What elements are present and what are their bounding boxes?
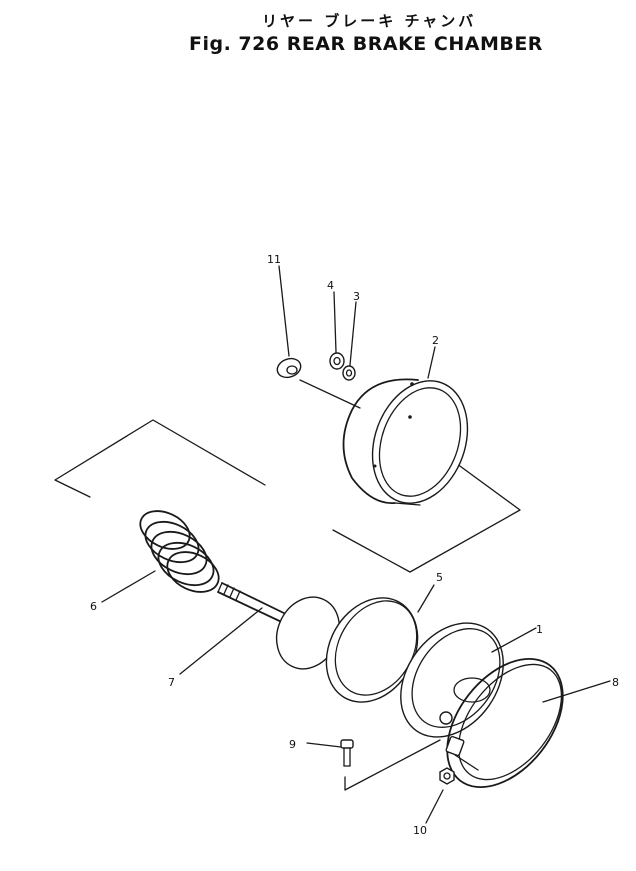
callout-6: 6 <box>90 600 97 613</box>
part-3-washer <box>342 365 356 381</box>
housing-axis-line <box>299 379 361 409</box>
part-6-spring <box>139 510 220 593</box>
callout-7: 7 <box>168 676 175 689</box>
part-10-clamp-nut <box>439 767 455 785</box>
part-1-chamber-cover <box>400 622 504 738</box>
part-8-clamp-band <box>445 657 564 789</box>
part-11-boot <box>276 357 302 379</box>
part-2-chamber-housing <box>342 378 469 506</box>
figure-title-japanese: リヤー ブレーキ チャンバ <box>262 12 477 30</box>
callout-9: 9 <box>289 738 296 751</box>
part-4-nut <box>329 352 345 370</box>
callout-8: 8 <box>612 676 619 689</box>
callout-10: 10 <box>413 824 427 837</box>
part-7-push-rod <box>217 582 341 670</box>
callout-4: 4 <box>327 279 334 292</box>
assembly-reference-frame <box>54 419 521 573</box>
callout-3: 3 <box>353 290 360 303</box>
figure-title: Fig. 726 REAR BRAKE CHAMBER <box>189 33 543 55</box>
part-5-diaphragm <box>325 597 419 703</box>
leader-lines <box>101 265 611 824</box>
part-9-bolt <box>340 739 441 791</box>
callout-1: 1 <box>536 623 543 636</box>
callout-2: 2 <box>432 334 439 347</box>
callout-5: 5 <box>436 571 443 584</box>
callout-11: 11 <box>267 253 281 266</box>
callout-labels: 11 4 3 2 6 5 7 1 8 9 10 <box>90 253 619 837</box>
